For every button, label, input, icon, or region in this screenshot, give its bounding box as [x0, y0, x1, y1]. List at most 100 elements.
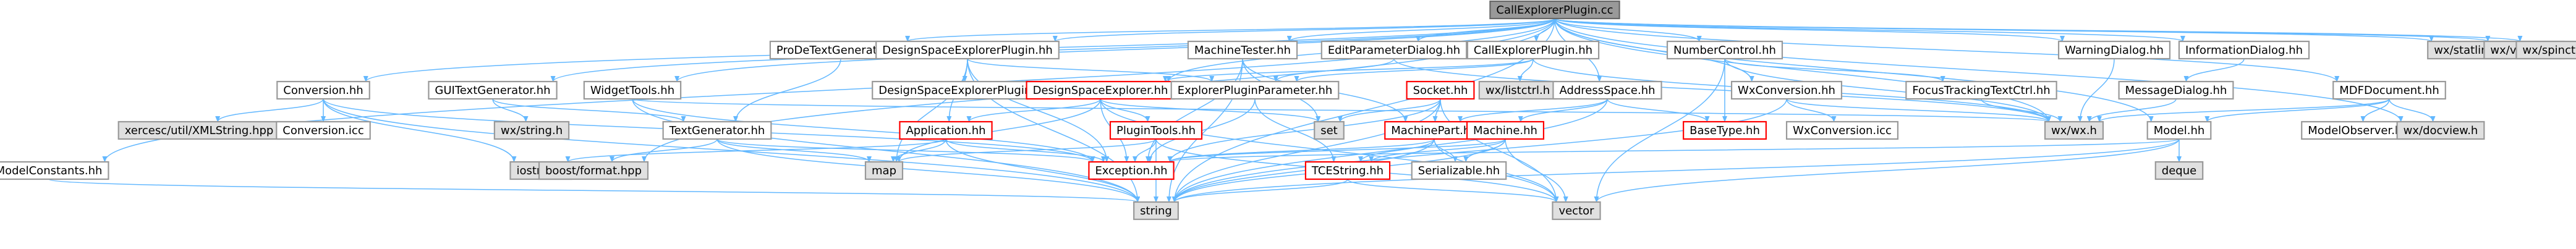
edge-dse-to-set	[1100, 98, 1321, 122]
node-modelconstants-hh[interactable]: ModelConstants.hh	[0, 161, 109, 180]
dependency-edge	[891, 138, 946, 162]
node-wxconversion-hh[interactable]: WxConversion.hh	[1730, 80, 1843, 100]
dependency-edge	[1171, 179, 1348, 203]
dependency-edge	[1171, 98, 1787, 203]
dependency-edge	[1786, 98, 1837, 122]
edge-textgen-to-exception	[716, 138, 1095, 162]
node-machinetester-hh[interactable]: MachineTester.hh	[1187, 40, 1298, 60]
node-box	[2396, 120, 2485, 140]
node-serializable-hh[interactable]: Serializable.hh	[1411, 161, 1507, 180]
dependency-edge	[2389, 98, 2436, 122]
dependency-edge	[1053, 18, 1555, 42]
node-callexplorerplugin-cc[interactable]: CallExplorerPlugin.cc	[1489, 0, 1620, 20]
node-wx-docview-h[interactable]: wx/docview.h	[2396, 120, 2485, 140]
node-wxconversion-icc[interactable]: WxConversion.icc	[1785, 120, 1899, 140]
node-explorerpluginparameter-hh[interactable]: ExplorerPluginParameter.hh	[1170, 80, 1340, 100]
dependency-edge	[1724, 58, 2051, 122]
node-vector[interactable]: vector	[1552, 201, 1601, 221]
edge-tcestring-to-string	[1171, 179, 1348, 203]
node-boost-format-hpp[interactable]: boost/format.hpp	[538, 161, 649, 180]
dependency-edge	[1347, 179, 1559, 203]
node-label: xercesc/util/XMLString.hpp	[125, 124, 274, 137]
node-string[interactable]: string	[1133, 201, 1179, 221]
node-deque[interactable]: deque	[2154, 161, 2204, 180]
node-messagedialog-hh[interactable]: MessageDialog.hh	[2118, 80, 2234, 100]
node-guitextgenerator-hh[interactable]: GUITextGenerator.hh	[428, 80, 558, 100]
node-label: Conversion.icc	[283, 124, 363, 137]
node-box	[276, 80, 370, 100]
dependency-edge	[2097, 98, 2390, 122]
edge-mdfdoc-to-wxdocview	[2389, 98, 2436, 122]
dependency-edge	[1786, 98, 2051, 122]
node-machine-hh[interactable]: Machine.hh	[1466, 120, 1545, 140]
node-label: deque	[2162, 164, 2196, 177]
edge-textgen-to-boostformat	[610, 138, 718, 162]
node-warningdialog-hh[interactable]: WarningDialog.hh	[2057, 40, 2171, 60]
node-wx-wx-h[interactable]: wx/wx.h	[2044, 120, 2104, 140]
node-model-hh[interactable]: Model.hh	[2146, 120, 2212, 140]
dependency-edge	[1554, 18, 1702, 42]
node-label: MachineTester.hh	[1194, 44, 1291, 57]
dependency-edge	[1458, 98, 1608, 122]
dependency-edge	[323, 98, 517, 162]
node-machinepart-hh[interactable]: MachinePart.hh	[1384, 120, 1484, 140]
edge-root-to-wxspinctrl	[1554, 18, 2522, 42]
node-wx-listctrl-h[interactable]: wx/listctrl.h	[1478, 80, 1557, 100]
node-focustrackingtextctrl-hh[interactable]: FocusTrackingTextCtrl.hh	[1905, 80, 2057, 100]
node-textgenerator-hh[interactable]: TextGenerator.hh	[662, 120, 772, 140]
dependency-edge	[1440, 98, 1559, 203]
node-label: WarningDialog.hh	[2065, 44, 2164, 57]
node-map[interactable]: map	[864, 161, 904, 180]
node-widgettools-hh[interactable]: WidgetTools.hh	[583, 80, 682, 100]
node-box	[1109, 120, 1203, 140]
node-exception-hh[interactable]: Exception.hh	[1088, 161, 1175, 180]
node-box	[2515, 40, 2576, 60]
node-box	[2146, 120, 2212, 140]
node-designspaceexplorer-hh[interactable]: DesignSpaceExplorer.hh	[1026, 80, 1175, 100]
node-application-hh[interactable]: Application.hh	[899, 120, 993, 140]
node-wx-spinctrl-h[interactable]: wx/spinctrl.h	[2515, 40, 2576, 60]
node-conversion-icc[interactable]: Conversion.icc	[276, 120, 371, 140]
dependency-edge	[323, 98, 1141, 203]
edge-socket-to-set	[1337, 98, 1441, 122]
dependency-edge	[716, 138, 872, 162]
node-box	[1466, 40, 1600, 60]
node-wx-string-h[interactable]: wx/string.h	[493, 120, 570, 140]
node-callexplorerplugin-hh[interactable]: CallExplorerPlugin.hh	[1466, 40, 1600, 60]
node-box	[2118, 80, 2234, 100]
node-plugintools-hh[interactable]: PluginTools.hh	[1109, 120, 1203, 140]
node-box	[662, 120, 772, 140]
dependency-edge	[1505, 138, 1568, 203]
node-box	[276, 120, 371, 140]
edge-guitextgen-to-textgen	[492, 98, 686, 122]
node-set[interactable]: set	[1314, 120, 1345, 140]
dependency-edge	[1554, 18, 2404, 122]
dependency-edge	[48, 179, 1140, 203]
node-label: TextGenerator.hh	[669, 124, 765, 137]
edge-conversion-to-iostream	[323, 98, 517, 162]
dependency-edge	[1724, 58, 1945, 82]
node-socket-hh[interactable]: Socket.hh	[1406, 80, 1475, 100]
dependency-edge	[1393, 58, 2051, 122]
node-informationdialog-hh[interactable]: InformationDialog.hh	[2178, 40, 2310, 60]
dependency-edge	[1146, 58, 1243, 162]
node-editparameterdialog-hh[interactable]: EditParameterDialog.hh	[1320, 40, 1468, 60]
dependency-edge	[966, 98, 1101, 122]
edge-root-to-wxdocview	[1554, 18, 2404, 122]
node-label: Model.hh	[2154, 124, 2205, 137]
node-tcestring-hh[interactable]: TCEString.hh	[1304, 161, 1391, 180]
node-xercesc-util-xmlstring-hpp[interactable]: xercesc/util/XMLString.hpp	[117, 120, 281, 140]
node-box	[1304, 161, 1391, 180]
node-designspaceexplorerplugin-hh[interactable]: DesignSpaceExplorerPlugin.hh	[875, 40, 1060, 60]
node-mdfdocument-hh[interactable]: MDFDocument.hh	[2332, 80, 2446, 100]
node-box	[1466, 120, 1545, 140]
edge-prode-to-textgen	[733, 58, 841, 122]
node-numbercontrol-hh[interactable]: NumberControl.hh	[1666, 40, 1783, 60]
node-conversion-hh[interactable]: Conversion.hh	[276, 80, 370, 100]
node-addressspace-hh[interactable]: AddressSpace.hh	[1552, 80, 1662, 100]
node-box	[864, 161, 904, 180]
node-basetype-hh[interactable]: BaseType.hh	[1683, 120, 1767, 140]
edge-editparam-to-wxwx	[1393, 58, 2051, 122]
node-label: ProDeTextGenerator.hh	[776, 44, 905, 57]
